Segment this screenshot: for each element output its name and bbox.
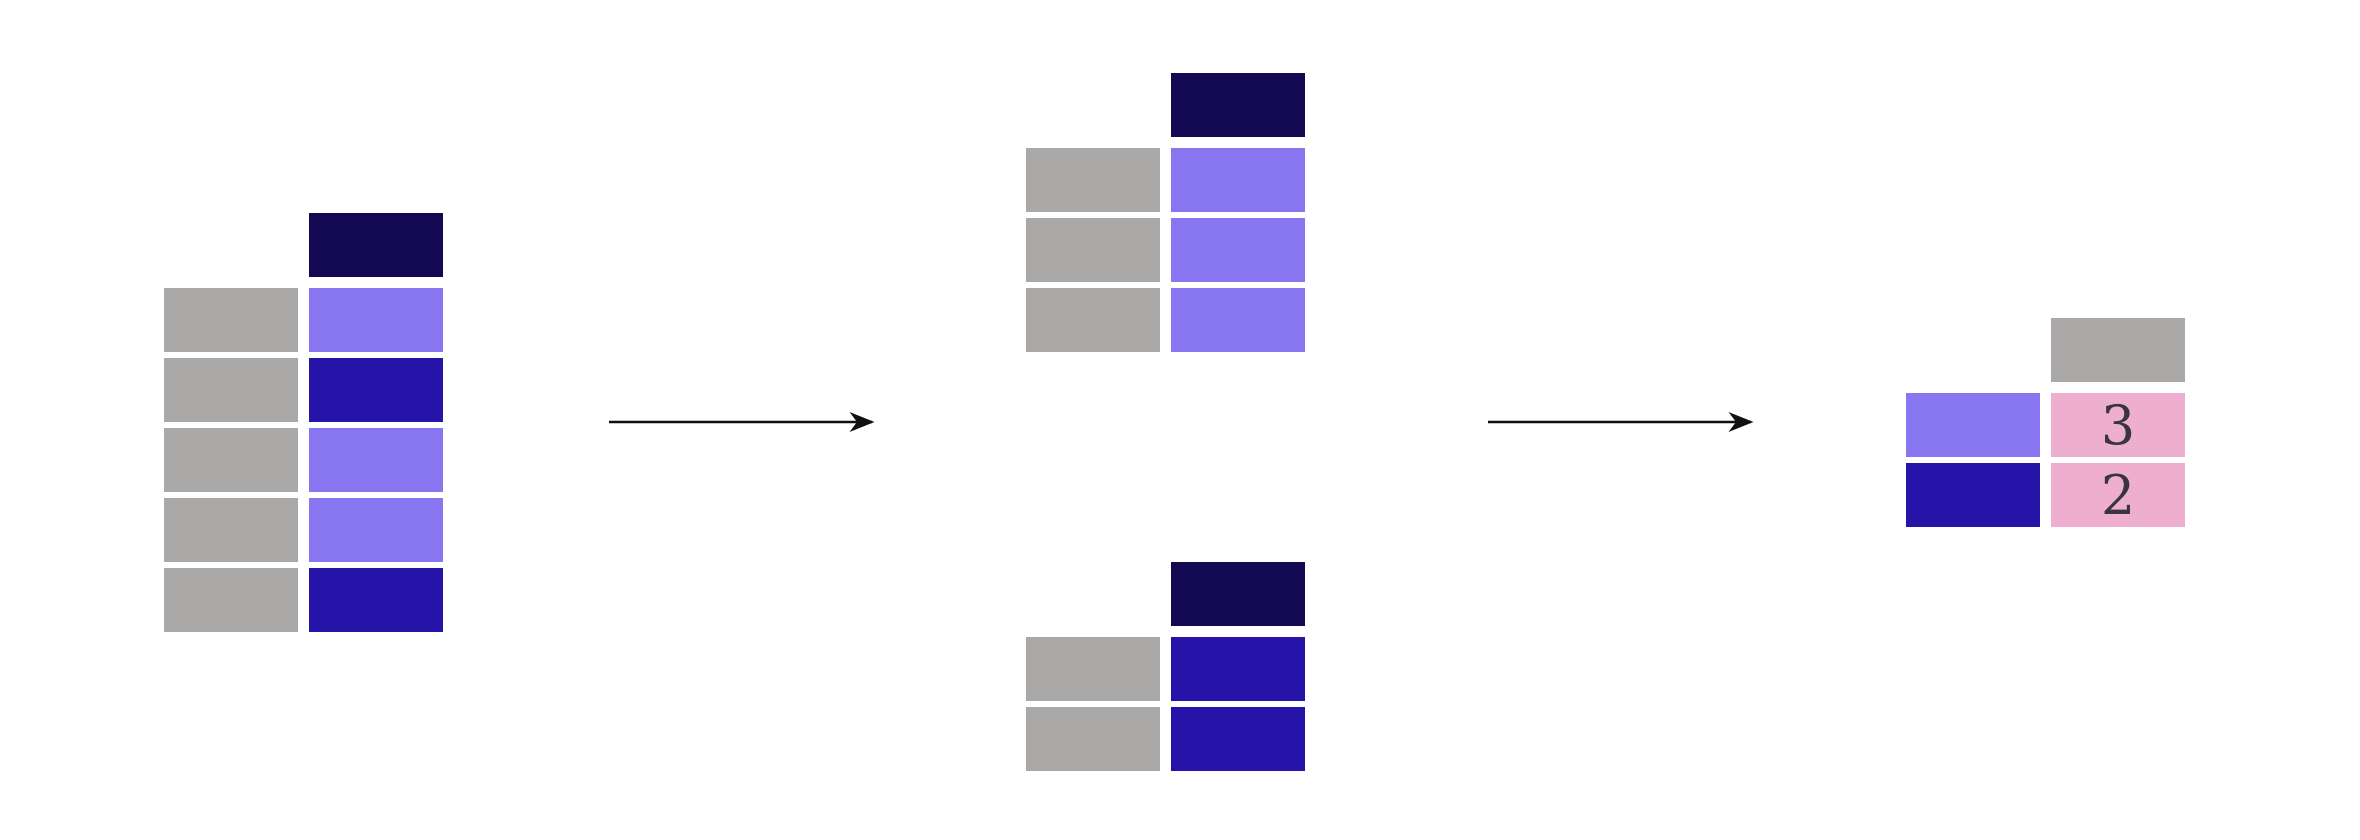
count-value: 2: [2101, 464, 2135, 527]
column-header-cell: [1171, 73, 1305, 137]
value-cell-value-dark: [309, 568, 443, 632]
group-table-light: [1026, 73, 1305, 352]
count-value: 3: [2101, 394, 2135, 457]
column-header-cell: [309, 213, 443, 277]
value-cell-value-light: [1171, 148, 1305, 212]
value-cell-value-dark: [1171, 707, 1305, 771]
key-cell: [1026, 218, 1160, 282]
key-cell: [164, 568, 298, 632]
count-cell: [2051, 463, 2185, 527]
key-cell: [164, 288, 298, 352]
key-cell: [1026, 707, 1160, 771]
value-cell-value-light: [309, 428, 443, 492]
value-cell-value-dark: [309, 358, 443, 422]
value-cell-value-light: [309, 288, 443, 352]
key-cell: [1026, 288, 1160, 352]
result-table: 32: [1906, 318, 2185, 527]
key-cell: [164, 498, 298, 562]
value-cell-value-dark: [1171, 637, 1305, 701]
group-cell-value-light: [1906, 393, 2040, 457]
group-cell-value-dark: [1906, 463, 2040, 527]
group-table-dark: [1026, 562, 1305, 771]
key-cell: [1026, 148, 1160, 212]
key-cell: [1026, 637, 1160, 701]
key-cell: [164, 428, 298, 492]
value-cell-value-light: [1171, 218, 1305, 282]
value-cell-value-light: [309, 498, 443, 562]
count-header-cell: [2051, 318, 2185, 382]
value-cell-value-light: [1171, 288, 1305, 352]
input-table: [164, 213, 443, 632]
column-header-cell: [1171, 562, 1305, 626]
key-cell: [164, 358, 298, 422]
count-cell: [2051, 393, 2185, 457]
